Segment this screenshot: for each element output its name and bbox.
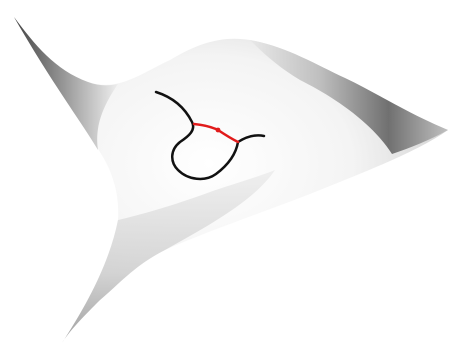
curve-junction-dot	[216, 128, 221, 133]
surface-silhouette	[14, 17, 448, 343]
